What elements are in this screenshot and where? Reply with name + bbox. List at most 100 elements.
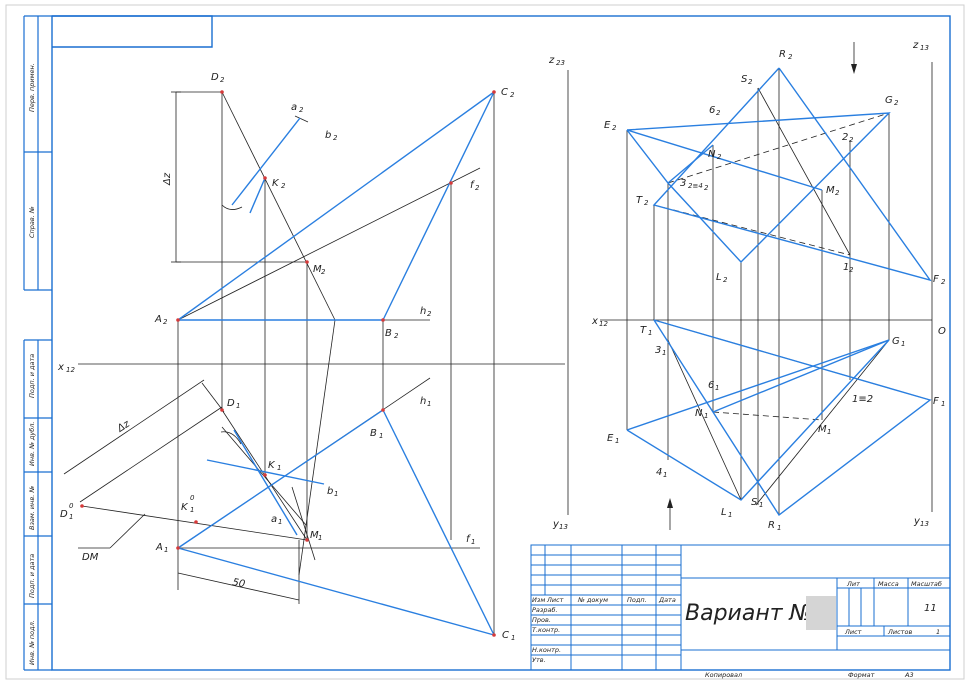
label-h1: h bbox=[420, 396, 426, 407]
left-construction-lines bbox=[63, 91, 565, 635]
svg-text:2: 2 bbox=[835, 189, 840, 197]
svg-text:2: 2 bbox=[849, 266, 854, 274]
svg-text:1: 1 bbox=[728, 511, 732, 519]
tb-role-approved: Утв. bbox=[532, 656, 546, 664]
svg-text:23: 23 bbox=[556, 59, 565, 67]
label-S1: S bbox=[751, 497, 758, 508]
svg-text:1: 1 bbox=[278, 518, 282, 526]
svg-text:1: 1 bbox=[715, 384, 719, 392]
svg-text:2: 2 bbox=[510, 91, 515, 99]
label-G2: G bbox=[885, 95, 893, 106]
svg-text:2: 2 bbox=[333, 134, 338, 142]
label-DM: DM bbox=[82, 552, 99, 563]
svg-text:2: 2 bbox=[299, 106, 304, 114]
label-b2: b bbox=[325, 130, 331, 141]
svg-text:1: 1 bbox=[236, 402, 240, 410]
label-6-2: 6 bbox=[709, 105, 715, 116]
tb-header-izm: Изм bbox=[532, 596, 545, 604]
label-L1: L bbox=[721, 507, 727, 518]
svg-text:12: 12 bbox=[66, 366, 75, 374]
svg-text:2≡4: 2≡4 bbox=[688, 182, 703, 190]
svg-text:1: 1 bbox=[941, 400, 945, 408]
svg-text:12: 12 bbox=[599, 320, 608, 328]
side-strip-labels: Перв. примен. Справ. № Подп. и дата Инв.… bbox=[28, 63, 36, 665]
svg-text:1: 1 bbox=[901, 340, 905, 348]
label-F1: F bbox=[933, 396, 939, 407]
label-M2-right: M bbox=[826, 185, 835, 196]
tb-role-developer: Разраб. bbox=[532, 606, 558, 614]
label-F2: F bbox=[933, 274, 939, 285]
label-N2: N bbox=[708, 149, 716, 160]
svg-text:1: 1 bbox=[164, 546, 168, 554]
label-T2: T bbox=[636, 195, 643, 206]
inner-frame bbox=[51, 15, 951, 671]
svg-text:2: 2 bbox=[788, 53, 793, 61]
label-N1: N bbox=[695, 408, 703, 419]
side-label-1: Перв. примен. bbox=[28, 63, 36, 112]
svg-text:2: 2 bbox=[644, 199, 649, 207]
svg-text:1: 1 bbox=[427, 400, 431, 408]
tb-scale-label: Масштаб bbox=[911, 580, 942, 588]
tb-role-ncontrol: Н.контр. bbox=[532, 646, 561, 654]
svg-text:1: 1 bbox=[471, 538, 475, 546]
label-O: O bbox=[938, 326, 946, 337]
label-1-2-eq: 1≡2 bbox=[852, 394, 873, 405]
svg-text:2: 2 bbox=[427, 310, 432, 318]
label-D1: D bbox=[227, 398, 235, 409]
side-label-2: Справ. № bbox=[28, 206, 36, 238]
svg-text:1: 1 bbox=[190, 506, 194, 514]
label-B1: B bbox=[370, 428, 377, 439]
label-6-1: 6 bbox=[708, 380, 714, 391]
title-redaction bbox=[806, 596, 836, 630]
label-K2: K bbox=[272, 178, 280, 189]
left-points bbox=[80, 90, 496, 637]
tb-role-checker: Пров. bbox=[532, 616, 551, 624]
label-R1: R bbox=[768, 520, 775, 531]
tb-copied: Копировал bbox=[705, 671, 742, 679]
svg-text:1: 1 bbox=[277, 464, 281, 472]
svg-text:13: 13 bbox=[920, 520, 929, 528]
svg-text:1: 1 bbox=[777, 524, 781, 532]
label-3-4: 3 bbox=[680, 178, 686, 189]
svg-text:1: 1 bbox=[662, 349, 666, 357]
tb-sheets-value: 1 bbox=[936, 628, 940, 636]
label-dz2: Δz bbox=[115, 418, 133, 435]
svg-text:1: 1 bbox=[704, 412, 708, 420]
svg-text:2: 2 bbox=[220, 76, 225, 84]
label-z23: z bbox=[548, 55, 555, 66]
svg-text:1: 1 bbox=[827, 428, 831, 436]
tb-sheets-label: Листов bbox=[887, 628, 912, 636]
label-4-1: 4 bbox=[656, 467, 662, 478]
svg-text:2: 2 bbox=[716, 109, 721, 117]
label-2-2: 2 bbox=[842, 132, 848, 143]
svg-text:2: 2 bbox=[612, 124, 617, 132]
svg-text:2: 2 bbox=[704, 184, 709, 192]
svg-text:2: 2 bbox=[941, 278, 946, 286]
label-A1: A bbox=[155, 542, 163, 553]
label-A2: A bbox=[154, 314, 162, 325]
svg-text:1: 1 bbox=[663, 471, 667, 479]
tb-header-date: Дата bbox=[658, 596, 676, 604]
label-K1: K bbox=[268, 460, 276, 471]
svg-text:1: 1 bbox=[648, 329, 652, 337]
svg-text:2: 2 bbox=[475, 184, 480, 192]
svg-text:2: 2 bbox=[894, 99, 899, 107]
label-E1: E bbox=[607, 433, 614, 444]
top-left-stamp bbox=[52, 15, 213, 48]
label-f2: f bbox=[470, 180, 475, 191]
tb-header-list: Лист bbox=[546, 596, 564, 604]
label-dz: Δz bbox=[162, 172, 173, 186]
label-b1: b bbox=[327, 486, 333, 497]
label-M1-right: M bbox=[818, 424, 827, 435]
label-S2: S bbox=[741, 74, 748, 85]
outer-frame bbox=[5, 4, 965, 680]
tb-format-value: A3 bbox=[904, 671, 914, 679]
tb-header-doc: № докум bbox=[577, 596, 608, 604]
label-y13-right: y bbox=[913, 516, 921, 527]
title-block-text: Изм Лист № докум Подп. Дата Разраб. Пров… bbox=[532, 580, 942, 679]
svg-text:1: 1 bbox=[69, 513, 73, 521]
